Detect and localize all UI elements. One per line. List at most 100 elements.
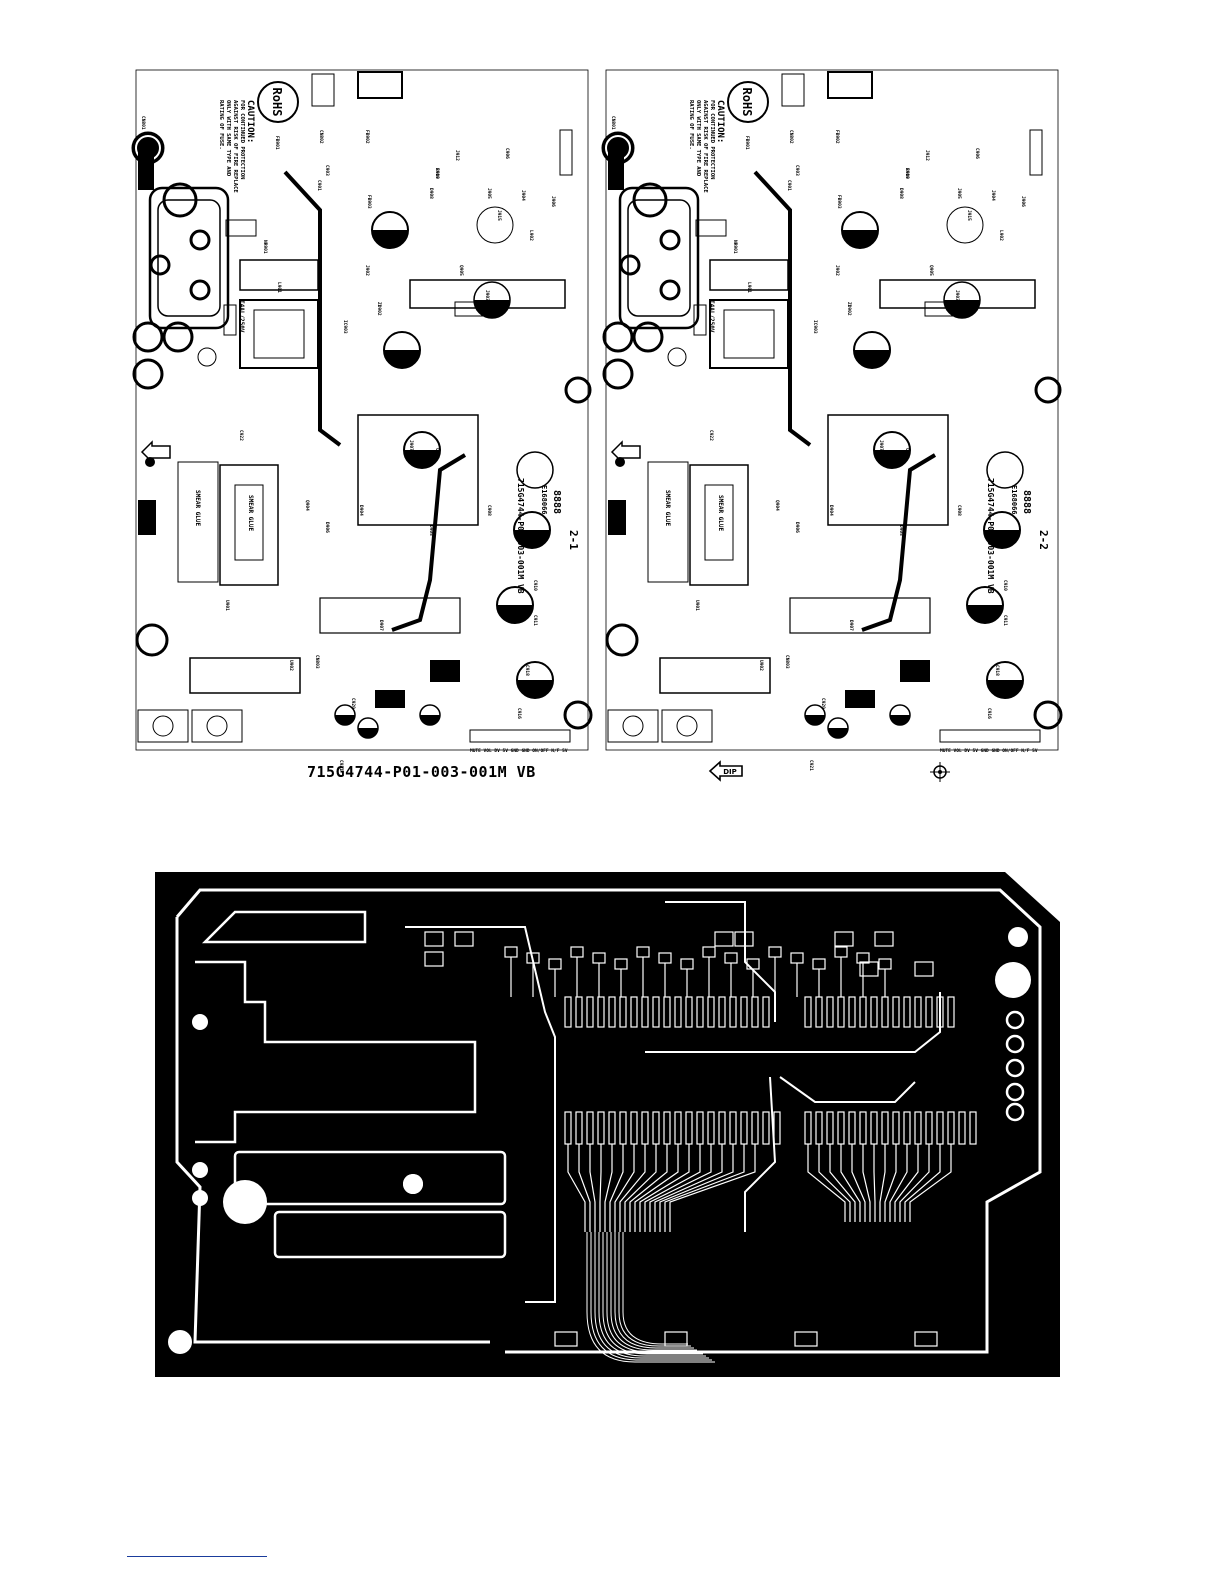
component-designator: U902: [288, 660, 294, 671]
capacitor-polarity-fill: [944, 300, 980, 318]
trace: [884, 1144, 897, 1222]
trace: [873, 1144, 876, 1222]
smear-glue-label: SMEAR GLUE: [194, 490, 201, 527]
component-designator: ZD902: [846, 302, 852, 316]
fanout-trace: [586, 1232, 715, 1363]
copper-connector-pad: [1005, 1102, 1025, 1122]
mounting-hole: [632, 321, 664, 353]
component-designator: C903: [794, 165, 800, 176]
trace: [644, 1144, 701, 1232]
trace: [889, 1144, 908, 1222]
ac-inlet-inner: [627, 199, 691, 317]
smd-pad: [707, 996, 715, 1028]
capacitor-polarity-fill: [828, 728, 848, 738]
component-designator: C916: [986, 708, 992, 719]
component-designator: FB903: [366, 195, 372, 209]
smd-pad: [914, 1331, 938, 1347]
top-connector: [357, 71, 403, 99]
smd-pad: [630, 996, 638, 1028]
copper-mounting-hole: [223, 1180, 267, 1224]
smd-pad: [914, 961, 934, 977]
copper-pour-outline: [273, 1210, 507, 1259]
capacitor-polarity-fill: [404, 450, 440, 468]
capacitor-footprint: [667, 347, 687, 367]
smd-pad: [936, 996, 944, 1028]
smd-pad: [834, 931, 854, 947]
capacitor-polarity-fill: [384, 350, 420, 368]
trace: [645, 992, 941, 1053]
component-designator: C906: [974, 148, 980, 159]
dip-arrow-label: DIP: [723, 768, 737, 776]
inlet-pin-hole: [149, 254, 171, 276]
smd-pad: [641, 996, 649, 1028]
mounting-hole: [602, 358, 634, 390]
component-designator: J906: [1020, 196, 1026, 207]
fanout-trace: [618, 1232, 691, 1347]
component-designator: C922: [708, 430, 714, 441]
trace: [659, 1144, 734, 1232]
smd-pad: [751, 996, 759, 1028]
code-8888-label: 8888: [1021, 490, 1032, 514]
component-designator: C920: [350, 698, 356, 709]
solder-mask-block: [845, 690, 875, 708]
glue-area: [177, 461, 219, 583]
trace: [619, 1144, 646, 1232]
solder-mask-block: [608, 152, 624, 190]
board-outline: [605, 69, 1059, 751]
heatsink-fins: [924, 301, 956, 317]
smd-pad: [892, 996, 900, 1028]
component-designator: D907: [848, 620, 854, 631]
connector-hole: [676, 715, 698, 737]
component-designator: U901: [224, 600, 230, 611]
component-designator: L902: [528, 230, 534, 241]
copper-connector-pad: [1005, 1082, 1025, 1102]
isolation-boundary-line: [753, 170, 812, 447]
connector-header: [789, 597, 931, 634]
trace: [589, 1144, 596, 1232]
component-designator: C921: [808, 760, 814, 771]
component-designator: C911: [1002, 615, 1008, 626]
smd-pad: [586, 996, 594, 1028]
fuse-rating-label: T4AL/250V: [238, 300, 245, 333]
output-connector: [469, 729, 571, 743]
capacitor-polarity-fill: [854, 350, 890, 368]
pin-header: [1029, 129, 1043, 176]
mounting-hole: [132, 321, 164, 353]
fiducial-target-icon: [930, 762, 950, 782]
smd-pad: [794, 1331, 818, 1347]
fanout-trace: [598, 1232, 706, 1357]
connector-header: [319, 597, 461, 634]
thermistor: [695, 219, 727, 237]
component-designator: Q904: [304, 500, 310, 511]
mounting-hole: [162, 182, 198, 218]
component-designator: D908: [428, 188, 434, 199]
component-designator: D907: [378, 620, 384, 631]
fanout-trace: [594, 1232, 709, 1359]
rohs-label: RoHS: [740, 88, 754, 117]
connector-cn803: [191, 709, 243, 743]
smd-pad: [958, 1111, 966, 1145]
component-designator: J912: [454, 150, 460, 161]
trace: [904, 1144, 941, 1222]
component-designator: L901: [276, 282, 282, 293]
transformer-outline: [827, 414, 949, 526]
glue-area: [689, 464, 749, 586]
trace: [665, 901, 776, 1022]
smd-pad: [914, 996, 922, 1028]
capacitor-polarity-fill: [890, 715, 910, 725]
trace: [567, 1144, 586, 1232]
connector-cn803: [661, 709, 713, 743]
dip-pad: [615, 457, 625, 467]
mounting-hole: [564, 376, 592, 404]
copper-pour-outline: [233, 1150, 507, 1206]
glue-area-inner: [704, 484, 734, 561]
inductor-footprint: [476, 206, 514, 244]
caution-text: RATING OF FUSE.: [688, 100, 694, 150]
smd-pad: [969, 1111, 977, 1145]
copper-mounting-hole: [192, 1162, 208, 1178]
component-designator: J910: [434, 168, 440, 179]
inlet-pin-hole: [189, 279, 211, 301]
trace: [609, 1144, 624, 1232]
trace: [629, 1144, 668, 1232]
